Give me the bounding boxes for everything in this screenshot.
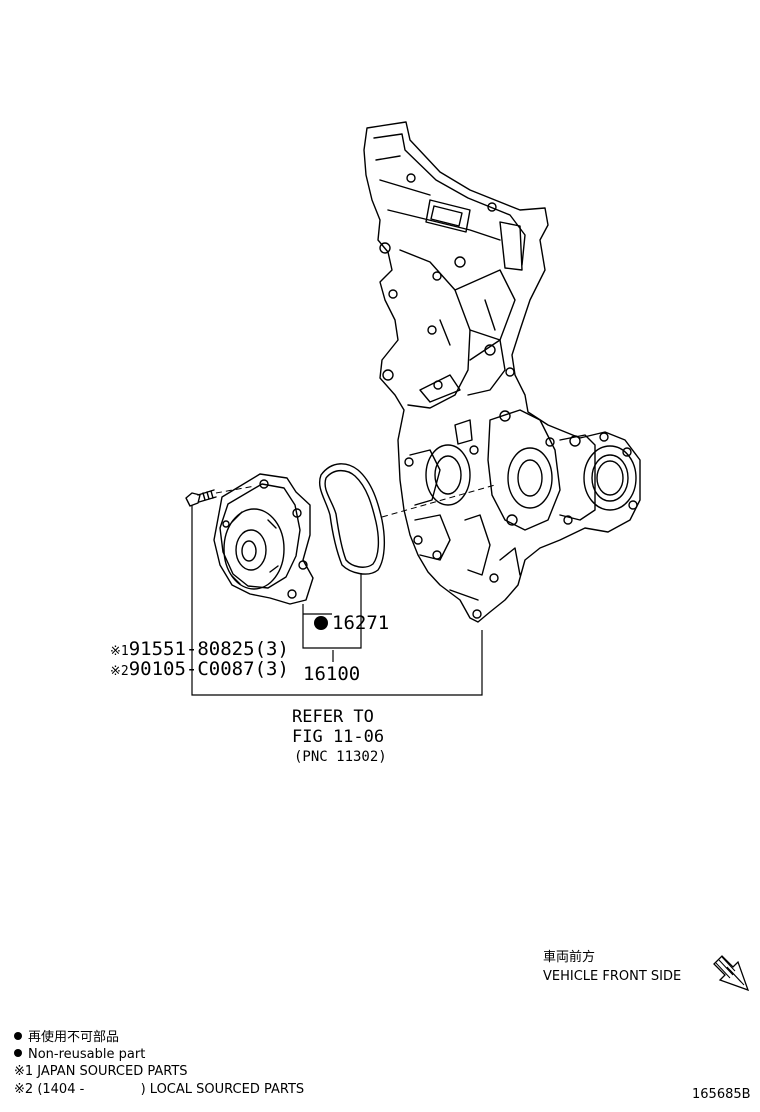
legend-japan-sourced: ※1 JAPAN SOURCED PARTS <box>14 1064 188 1079</box>
reference-line-3: (PNC 11302) <box>294 749 387 765</box>
part-number-gasket: 16271 <box>332 612 390 634</box>
reference-line-1: REFER TO <box>292 707 374 727</box>
part-number-bolt-japan: 91551-80825(3) <box>128 638 289 660</box>
callout-bolt-local: ※290105-C0087(3) <box>110 660 289 679</box>
non-reusable-dot-icon <box>314 616 328 630</box>
part-number-water-pump: 16100 <box>303 663 361 685</box>
legend-nonreusable-jp: 再使用不可部品 <box>14 1031 119 1044</box>
local-sourced-mark: ※2 <box>110 664 129 679</box>
callout-bolt-japan: ※191551-80825(3) <box>110 640 289 659</box>
front-direction-arrow <box>713 955 750 992</box>
legend-local-sourced: ※2 (1404 - ) LOCAL SOURCED PARTS <box>14 1082 305 1097</box>
callout-gasket: 16271 <box>314 614 389 633</box>
timing-chain-cover <box>363 121 641 623</box>
direction-label-en: VEHICLE FRONT SIDE <box>543 969 682 984</box>
figure-id: 165685B <box>692 1087 751 1102</box>
legend-dot-icon <box>14 1032 22 1040</box>
legend-dot-icon <box>14 1049 22 1057</box>
callout-water-pump: 16100 <box>303 665 360 684</box>
assembly-axis <box>215 484 496 518</box>
japan-sourced-mark: ※1 <box>110 644 129 659</box>
direction-label-jp: 車両前方 <box>543 950 596 965</box>
leader-lines <box>191 505 483 696</box>
part-number-bolt-local: 90105-C0087(3) <box>128 658 289 680</box>
water-pump <box>213 473 314 605</box>
bolt <box>185 489 217 507</box>
legend-nonreusable-en: Non-reusable part <box>14 1048 145 1061</box>
reference-line-2: FIG 11-06 <box>292 727 385 747</box>
gasket-o-ring <box>319 463 386 575</box>
